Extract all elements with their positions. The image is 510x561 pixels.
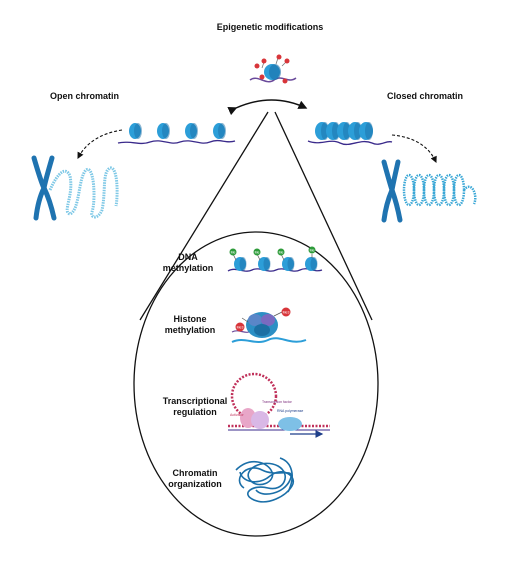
histone-methylation-label: Histone methylation: [150, 314, 230, 336]
me-tag: Me: [231, 251, 236, 255]
open-dna-loops: [48, 166, 119, 219]
zoom-line-left: [139, 111, 269, 321]
chromatin-organization-illustration: [235, 457, 295, 503]
closed-dna-coil: [402, 173, 477, 207]
chromosome-icon-left: [31, 155, 57, 221]
open-chromatin-label: Open chromatin: [50, 91, 120, 101]
closed-chromatin-fiber: [307, 122, 393, 146]
histone-methylation-line2: methylation: [164, 325, 216, 335]
transcriptional-regulation-label: Transcriptional regulation: [150, 396, 240, 418]
me-tag: Me: [255, 251, 260, 255]
transcriptional-regulation-line1: Transcriptional: [162, 396, 228, 406]
nucleosome-icon: [129, 123, 142, 139]
epigenetic-marks-icon: [249, 54, 297, 84]
closed-dashed-arrow: [391, 134, 437, 163]
transition-arrow: [227, 99, 308, 116]
nucleosome-icon: [157, 123, 170, 139]
histone-methylation-line1: Histone: [173, 314, 207, 324]
diagram-title: Epigenetic modifications: [216, 22, 324, 32]
rna-polymerase-label: RNA polymerase: [277, 409, 303, 413]
dna-methylation-line2: methylation: [162, 263, 214, 273]
closed-chromatin-label: Closed chromatin: [387, 91, 464, 101]
transcriptional-regulation-line2: regulation: [173, 407, 217, 417]
nucleosome-icon: [185, 123, 198, 139]
me3-tag: Me3: [283, 311, 290, 315]
chromatin-organization-line2: organization: [168, 479, 222, 489]
zoom-ellipse: [133, 231, 379, 537]
transcription-factor-label: Transcription factor: [262, 400, 293, 404]
transcriptional-regulation-illustration: Transcription factor Activator RNA polym…: [228, 372, 330, 438]
open-chromatin-fiber: [117, 123, 236, 145]
open-dashed-arrow: [77, 129, 123, 159]
activator-label: Activator: [230, 413, 244, 417]
dna-methylation-illustration: Me Me Me Me: [227, 246, 323, 272]
nucleosome-icon: [359, 122, 373, 140]
chromatin-organization-line1: Chromatin: [172, 468, 218, 478]
chromatin-organization-label: Chromatin organization: [150, 468, 240, 490]
me-tag: Me: [310, 249, 315, 253]
nucleosome-icon: [213, 123, 226, 139]
me3-tag: Me3: [237, 326, 244, 330]
me-tag: Me: [279, 251, 284, 255]
histone-methylation-illustration: Me3 Me3: [231, 307, 307, 343]
zoom-line-right: [274, 111, 373, 321]
chromosome-icon-right: [381, 159, 403, 223]
